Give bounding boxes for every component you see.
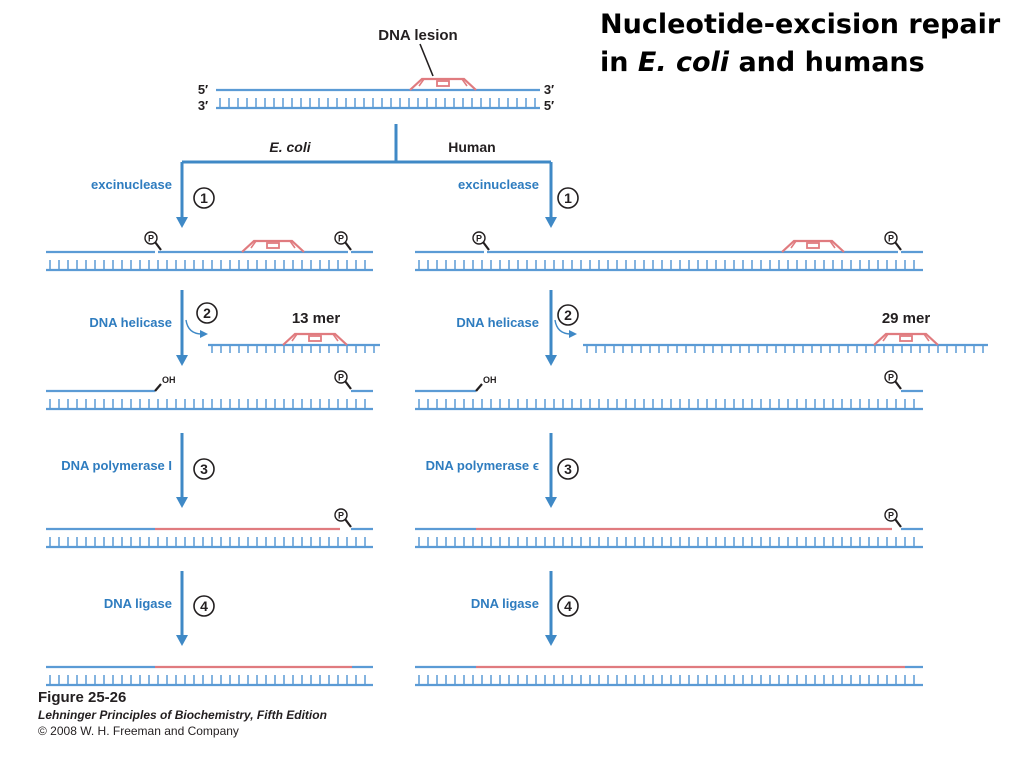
human-step-4-badge: 4 xyxy=(557,595,579,617)
ecoli-arrow-4 xyxy=(176,571,188,646)
human-duplex-1 xyxy=(415,239,923,272)
fragment-labels: 13 mer 29 mer xyxy=(292,310,931,327)
ecoli-fragment-label: 13 mer xyxy=(292,310,341,327)
human-step-4-number: 4 xyxy=(564,598,572,614)
human-arrow-2 xyxy=(545,290,557,366)
ecoli-duplex-2 xyxy=(46,389,373,411)
ecoli-step-1-number: 1 xyxy=(200,190,208,206)
human-step-1-badge: 1 xyxy=(557,187,579,209)
ecoli-duplex-4 xyxy=(46,665,373,687)
human-enzyme-labels: excinuclease DNA helicase DNA polymerase… xyxy=(426,177,539,611)
phosphate-label: P xyxy=(338,511,344,521)
lesion-bump xyxy=(241,239,305,253)
top-right-3-label: 3′ xyxy=(544,82,554,97)
ecoli-step-2-enzyme: DNA helicase xyxy=(89,315,172,330)
human-step-2-enzyme: DNA helicase xyxy=(456,315,539,330)
human-step-1-number: 1 xyxy=(564,190,572,206)
lesion-label: DNA lesion xyxy=(378,27,457,44)
figure-copyright: © 2008 W. H. Freeman and Company xyxy=(38,724,239,738)
branch-ecoli-label: E. coli xyxy=(269,139,311,155)
human-fragment-label: 29 mer xyxy=(882,310,931,327)
ecoli-duplex-1 xyxy=(46,239,373,272)
lesion-bump xyxy=(282,332,348,346)
phosphate-label: P xyxy=(888,511,894,521)
human-step-3-number: 3 xyxy=(564,461,572,477)
ecoli-step2-phosphate: P xyxy=(334,370,352,390)
ecoli-step-3-enzyme: DNA polymerase I xyxy=(61,458,172,473)
top-labels: DNA lesion 5′ 3′ 3′ 5′ E. coli Human xyxy=(198,27,554,155)
human-arrow-4 xyxy=(545,571,557,646)
ecoli-duplex-3 xyxy=(46,527,373,549)
top-right-5-label: 5′ xyxy=(544,98,554,113)
ecoli-arrow-3 xyxy=(176,433,188,508)
top-duplex xyxy=(216,77,540,110)
human-step-3-enzyme: DNA polymerase ϵ xyxy=(426,458,539,473)
human-arrow-3 xyxy=(545,433,557,508)
ecoli-enzyme-labels: excinuclease DNA helicase DNA polymerase… xyxy=(61,177,172,611)
ecoli-step-4-badge: 4 xyxy=(193,595,215,617)
phosphate-label: P xyxy=(888,373,894,383)
human-step2-hydroxyl: OH xyxy=(475,375,497,392)
human-duplex-3 xyxy=(415,527,923,549)
human-step1-right-phosphate: P xyxy=(884,231,902,251)
branch-human-label: Human xyxy=(448,139,495,155)
human-curve-arrow xyxy=(554,319,577,338)
human-step-4-enzyme: DNA ligase xyxy=(471,596,539,611)
top-left-3-label: 3′ xyxy=(198,98,208,113)
ecoli-excised-fragment xyxy=(208,332,380,353)
human-step-1-enzyme: excinuclease xyxy=(458,177,539,192)
phosphate-label: P xyxy=(338,234,344,244)
human-excised-fragment xyxy=(583,332,988,353)
ecoli-step2-hydroxyl: OH xyxy=(154,375,176,392)
human-duplex-4 xyxy=(415,665,923,687)
phosphate-label: P xyxy=(888,234,894,244)
ecoli-step-4-number: 4 xyxy=(200,598,208,614)
ecoli-step-2-number: 2 xyxy=(203,305,211,321)
dna-layer xyxy=(46,77,988,687)
phosphate-label: P xyxy=(148,234,154,244)
hydroxyl-label: OH xyxy=(483,375,497,385)
ecoli-step3-phosphate: P xyxy=(334,508,352,528)
figure-source: Lehninger Principles of Biochemistry, Fi… xyxy=(38,708,327,722)
human-step3-phosphate: P xyxy=(884,508,902,528)
ecoli-step-1-badge: 1 xyxy=(193,187,215,209)
hydroxyl-label: OH xyxy=(162,375,176,385)
ecoli-step1-right-phosphate: P xyxy=(334,231,352,251)
ecoli-step1-left-phosphate: P xyxy=(144,231,162,251)
end-markers: P P OH P P P P OH P P xyxy=(144,231,902,528)
phosphate-label: P xyxy=(476,234,482,244)
ecoli-step-3-badge: 3 xyxy=(193,458,215,480)
figure-number: Figure 25-26 xyxy=(38,689,127,706)
ecoli-arrow-2 xyxy=(176,290,188,366)
figure-caption: Figure 25-26 Lehninger Principles of Bio… xyxy=(38,688,327,739)
human-step-3-badge: 3 xyxy=(557,458,579,480)
arrow-layer xyxy=(176,43,577,646)
human-step-2-badge: 2 xyxy=(557,304,579,326)
lesion-bump xyxy=(409,77,477,91)
human-arrow-1 xyxy=(545,162,557,228)
ecoli-step-2-badge: 2 xyxy=(196,302,218,324)
lesion-bump xyxy=(873,332,939,346)
phosphate-label: P xyxy=(338,373,344,383)
human-duplex-2 xyxy=(415,389,923,411)
ecoli-curve-arrow xyxy=(185,319,208,338)
step-badges: 1 2 3 4 1 2 3 4 xyxy=(193,187,579,617)
lesion-bump xyxy=(781,239,845,253)
ecoli-arrow-1 xyxy=(176,162,188,228)
human-step1-left-phosphate: P xyxy=(472,231,490,251)
human-step-2-number: 2 xyxy=(564,307,572,323)
ecoli-step-1-enzyme: excinuclease xyxy=(91,177,172,192)
branch-connector xyxy=(182,124,551,164)
top-left-5-label: 5′ xyxy=(198,82,208,97)
ecoli-step-4-enzyme: DNA ligase xyxy=(104,596,172,611)
slide-title: Nucleotide-excision repair in E. coli an… xyxy=(600,9,1001,78)
human-step2-phosphate: P xyxy=(884,370,902,390)
ecoli-step-3-number: 3 xyxy=(200,461,208,477)
